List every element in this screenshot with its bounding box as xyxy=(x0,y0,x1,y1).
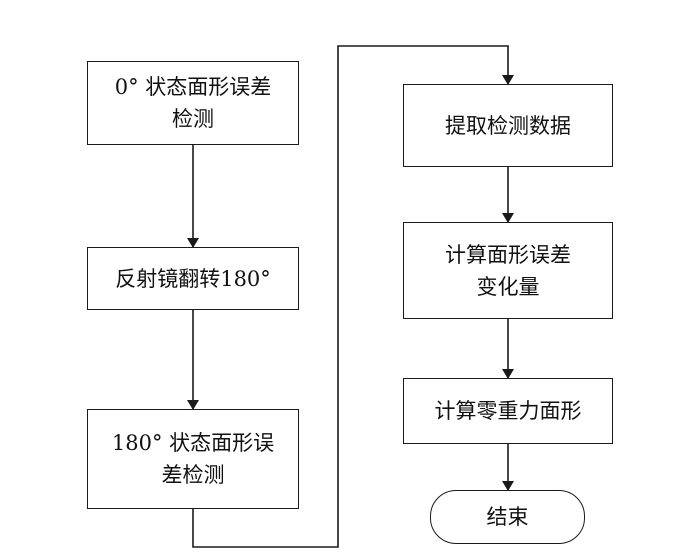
step-180-degree-inspection: 180° 状态面形误 差检测 xyxy=(87,409,299,509)
step-extract-data-line1: 提取检测数据 xyxy=(445,113,571,138)
step-compute-variation-line2: 变化量 xyxy=(476,274,540,299)
step-compute-variation-line1: 计算面形误差 xyxy=(445,242,571,267)
end-terminal-label: 结束 xyxy=(486,505,529,529)
step-flip-mirror: 反射镜翻转180° xyxy=(87,247,299,310)
step-extract-data: 提取检测数据 xyxy=(403,84,613,167)
step-flip-mirror-line1: 反射镜翻转180° xyxy=(115,266,271,291)
step-compute-variation: 计算面形误差 变化量 xyxy=(403,222,613,319)
step-zero-degree-inspection-line2: 检测 xyxy=(172,107,214,131)
step-180-degree-inspection-line2: 差检测 xyxy=(161,463,225,487)
end-terminal: 结束 xyxy=(430,490,585,544)
step-compute-zero-gravity: 计算零重力面形 xyxy=(403,378,613,444)
step-zero-degree-inspection: 0° 状态面形误差 检测 xyxy=(87,61,299,145)
step-180-degree-inspection-line1: 180° 状态面形误 xyxy=(111,431,275,455)
step-zero-degree-inspection-line1: 0° 状态面形误差 xyxy=(114,75,272,99)
connector-step3-to-step4 xyxy=(192,45,514,548)
step-compute-zero-gravity-line1: 计算零重力面形 xyxy=(434,399,582,423)
